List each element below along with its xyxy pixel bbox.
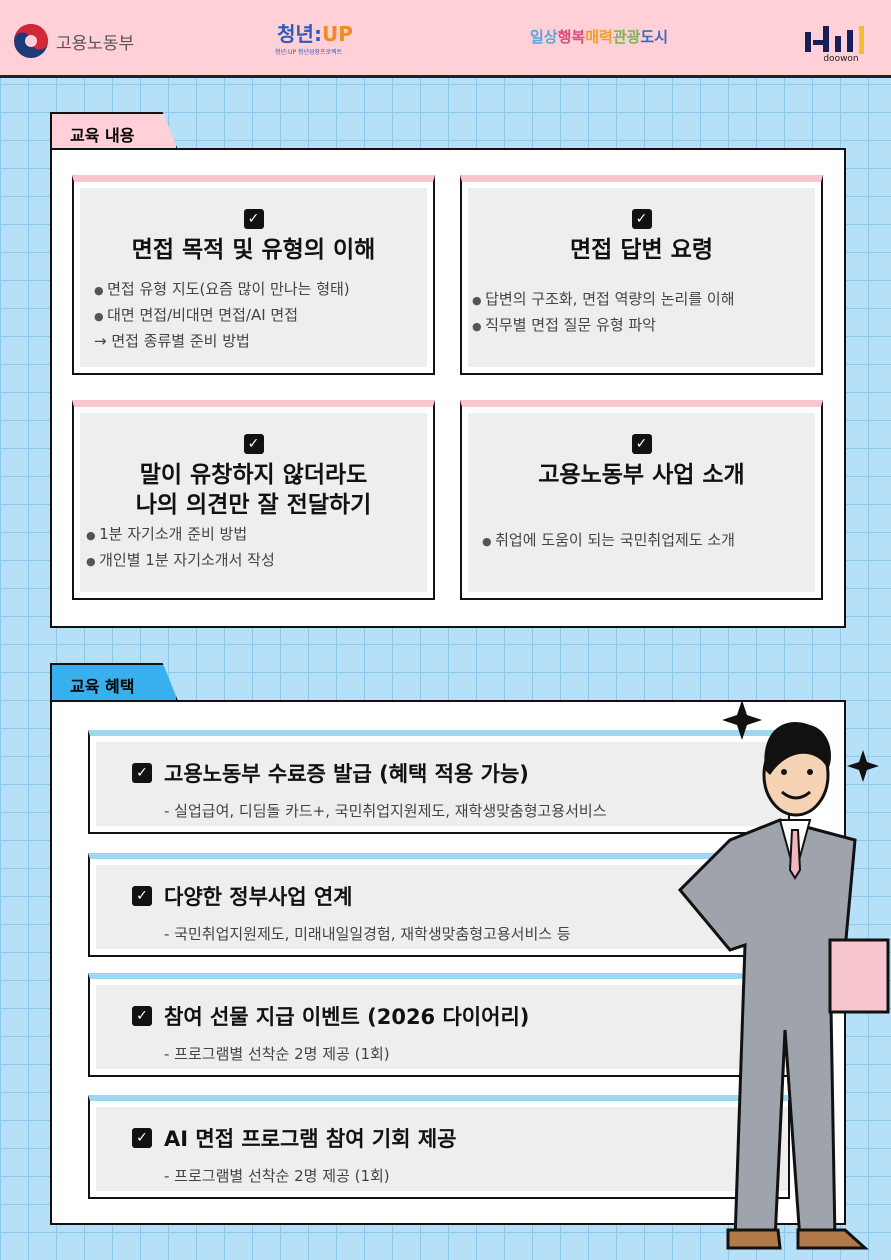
sparkle-icon xyxy=(722,700,762,740)
content-tab: 교육 내용 xyxy=(50,112,178,150)
doowon-mark-icon xyxy=(805,26,864,54)
card-title: 면접 목적 및 유형의 이해 xyxy=(131,237,376,263)
benefit-row: ✓ 다양한 정부사업 연계 - 국민취업지원제도, 미래내일일경험, 재학생맞춤형고… xyxy=(88,853,790,957)
content-card: ✓ 고용노동부 사업 소개취업에 도움이 되는 국민취업제도 소개 xyxy=(460,400,823,600)
benefit-title: AI 면접 프로그램 참여 기회 제공 xyxy=(164,1127,457,1151)
benefit-row: ✓ 참여 선물 지급 이벤트 (2026 다이어리) - 프로그램별 선착순 2명 … xyxy=(88,973,790,1077)
benefit-title: 고용노동부 수료증 발급 (혜택 적용 가능) xyxy=(164,762,529,786)
checkbox-icon: ✓ xyxy=(132,1006,152,1026)
card-item: 답변의 구조화, 면접 역량의 논리를 이해 xyxy=(472,287,815,313)
doowon-text: doowon xyxy=(823,54,859,64)
card-title: 말이 유창하지 않더라도 나의 의견만 잘 전달하기 xyxy=(135,462,372,518)
content-card: ✓ 면접 목적 및 유형의 이해면접 유형 지도(요즘 많이 만나는 형태)대면 … xyxy=(72,175,435,375)
card-item: 취업에 도움이 되는 국민취업제도 소개 xyxy=(482,528,815,554)
benefit-tab: 교육 혜택 xyxy=(50,663,178,701)
benefit-desc: - 국민취업지원제도, 미래내일일경험, 재학생맞춤형고용서비스 등 xyxy=(164,925,571,943)
benefit-row: ✓ 고용노동부 수료증 발급 (혜택 적용 가능) - 실업급여, 디딤돌 카드+,… xyxy=(88,730,790,834)
sparkle-icon xyxy=(847,750,879,782)
checkbox-icon: ✓ xyxy=(132,886,152,906)
doowon-logo: doowon xyxy=(803,22,879,64)
checkbox-icon: ✓ xyxy=(631,434,652,454)
checkbox-icon: ✓ xyxy=(243,209,264,229)
benefit-title: 참여 선물 지급 이벤트 (2026 다이어리) xyxy=(164,1005,530,1029)
card-item: 직무별 면접 질문 유형 파악 xyxy=(472,313,815,339)
card-item: 면접 유형 지도(요즘 많이 만나는 형태) xyxy=(94,277,427,303)
moel-logo-text: 고용노동부 xyxy=(56,33,135,54)
content-card: ✓ 면접 답변 요령답변의 구조화, 면접 역량의 논리를 이해직무별 면접 질문… xyxy=(460,175,823,375)
card-title: 고용노동부 사업 소개 xyxy=(538,462,745,488)
moel-logo: 고용노동부 xyxy=(12,22,134,60)
card-item: 1분 자기소개 준비 방법 xyxy=(86,522,427,548)
content-card: ✓ 말이 유창하지 않더라도 나의 의견만 잘 전달하기 1분 자기소개 준비 방법… xyxy=(72,400,435,600)
checkbox-icon: ✓ xyxy=(132,1128,152,1148)
haeundae-logo: 일상행복매력관광도시 xyxy=(530,28,669,46)
benefit-desc: - 프로그램별 선착순 2명 제공 (1회) xyxy=(164,1167,390,1185)
card-item: 개인별 1분 자기소개서 작성 xyxy=(86,548,427,574)
header: 고용노동부 청년:UP 청년:UP 청년성장프로젝트 일상행복매력관광도시 do… xyxy=(0,0,891,78)
youth-up-logo: 청년:UP 청년:UP 청년성장프로젝트 xyxy=(275,18,355,55)
benefit-desc: - 프로그램별 선착순 2명 제공 (1회) xyxy=(164,1045,390,1063)
card-title: 면접 답변 요령 xyxy=(570,237,713,263)
checkbox-icon: ✓ xyxy=(243,434,264,454)
card-item: 대면 면접/비대면 면접/AI 면접 → 면접 종류별 준비 방법 xyxy=(94,303,427,353)
checkbox-icon: ✓ xyxy=(132,763,152,783)
benefit-title: 다양한 정부사업 연계 xyxy=(164,885,353,909)
checkbox-icon: ✓ xyxy=(631,209,652,229)
benefit-row: ✓ AI 면접 프로그램 참여 기회 제공 - 프로그램별 선착순 2명 제공 (1… xyxy=(88,1095,790,1199)
taegeuk-icon xyxy=(14,24,48,58)
businessman-illustration xyxy=(677,700,890,1250)
benefit-desc: - 실업급여, 디딤돌 카드+, 국민취업지원제도, 재학생맞춤형고용서비스 xyxy=(164,802,607,820)
youth-up-text: 청년:UP 청년성장프로젝트 xyxy=(275,49,343,55)
